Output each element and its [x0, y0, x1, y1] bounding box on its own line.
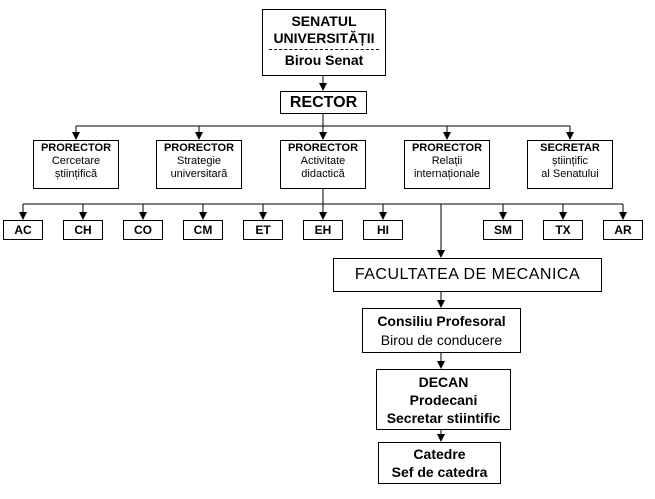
sef-catedra-label: Sef de catedra [391, 464, 488, 480]
secretar-title: SECRETAR [540, 142, 600, 154]
department-ac: AC [3, 220, 43, 240]
department-ar: AR [603, 220, 643, 240]
department-co: CO [123, 220, 163, 240]
prorector-line2: universitară [170, 168, 228, 180]
department-sm: SM [483, 220, 523, 240]
catedre-box: Catedre Sef de catedra [378, 442, 501, 484]
prorector-title: PRORECTOR [163, 142, 235, 154]
department-tx: TX [543, 220, 583, 240]
secretar-line2: al Senatului [541, 168, 599, 180]
birou-conducere-label: Birou de conducere [380, 332, 503, 348]
prorector-box-strategie: PRORECTOR Strategie universitară [156, 140, 242, 189]
decan-title: DECAN [418, 374, 469, 390]
prorector-box-relatii: PRORECTOR Relații internaționale [404, 140, 490, 189]
rector-box: RECTOR [280, 91, 367, 114]
catedre-title: Catedre [413, 446, 466, 462]
consiliu-box: Consiliu Profesoral Birou de conducere [362, 308, 521, 353]
prorector-line2: internaționale [413, 168, 481, 180]
prorector-line1: Strategie [176, 155, 222, 167]
prorector-line2: didactică [301, 168, 345, 180]
prorector-box-didactic: PRORECTOR Activitate didactică [280, 140, 366, 189]
secretar-stiintific-label: Secretar stiintific [386, 410, 501, 426]
birou-senat-label: Birou Senat [284, 52, 364, 68]
senat-subtitle: UNIVERSITĂȚII [273, 30, 375, 46]
senat-divider [269, 49, 379, 50]
prorector-title: PRORECTOR [287, 142, 359, 154]
prorector-box-cercetare: PRORECTOR Cercetare științifică [33, 140, 119, 189]
senat-title: SENATUL [291, 13, 357, 29]
prorector-title: PRORECTOR [411, 142, 483, 154]
faculty-box: FACULTATEA DE MECANICA [333, 258, 602, 292]
prorector-line1: Activitate [300, 155, 346, 167]
prorector-line1: Cercetare [51, 155, 101, 167]
prorector-line2: științifică [54, 168, 98, 180]
prorector-title: PRORECTOR [40, 142, 112, 154]
secretar-line1: științific [551, 155, 589, 167]
decan-box: DECAN Prodecani Secretar stiintific [376, 369, 511, 430]
department-et: ET [243, 220, 283, 240]
secretar-box: SECRETAR științific al Senatului [527, 140, 613, 189]
department-cm: CM [183, 220, 223, 240]
senat-box: SENATUL UNIVERSITĂȚII Birou Senat [262, 9, 386, 76]
prorector-line1: Relații [431, 155, 463, 167]
consiliu-title: Consiliu Profesoral [377, 313, 506, 329]
department-eh: EH [303, 220, 343, 240]
prodecani-label: Prodecani [409, 392, 478, 408]
department-ch: CH [63, 220, 103, 240]
department-hi: HI [363, 220, 403, 240]
